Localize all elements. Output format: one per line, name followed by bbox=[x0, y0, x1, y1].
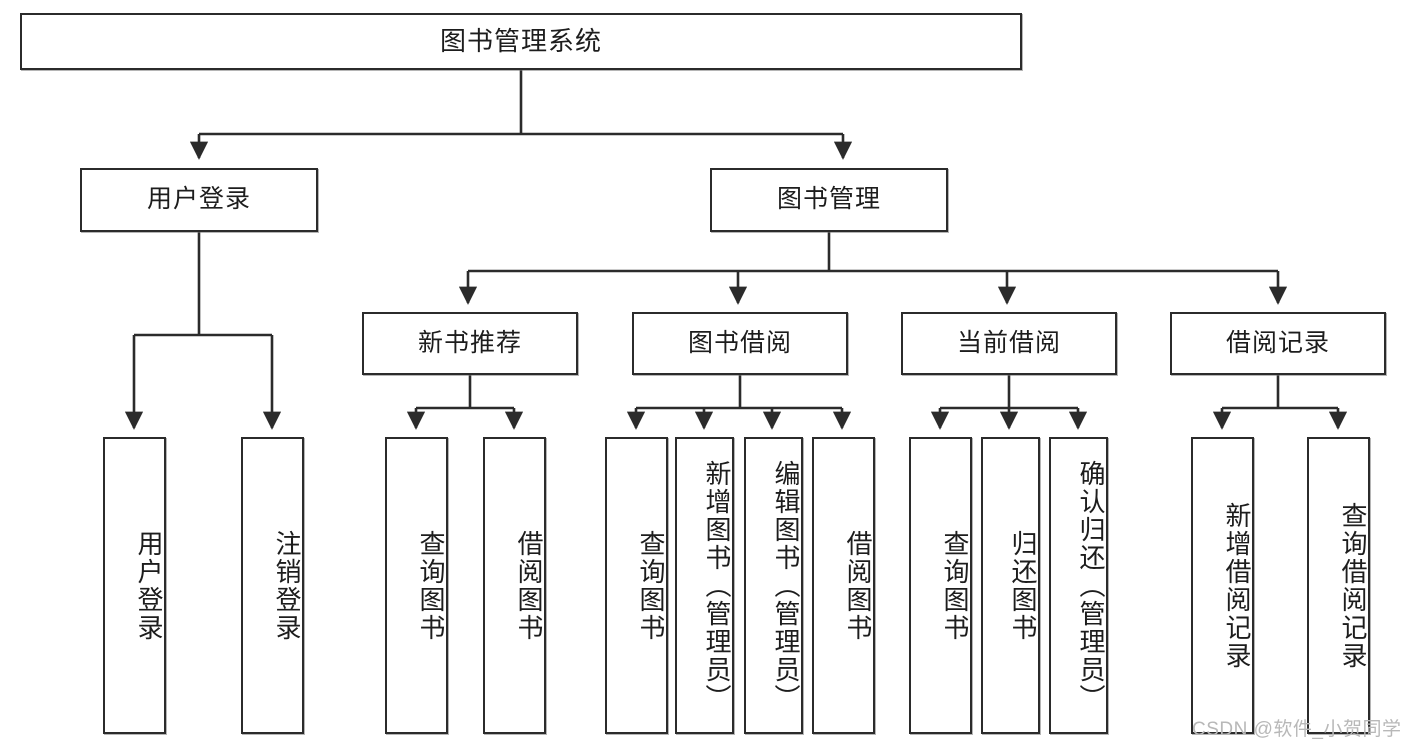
leaf-edit-book-admin[interactable]: 编辑图书（管理员） bbox=[744, 437, 803, 734]
node-label: 新增图书（管理员） bbox=[702, 459, 732, 712]
node-label: 查询图书 bbox=[940, 529, 970, 642]
leaf-borrow-book-newbook[interactable]: 借阅图书 bbox=[483, 437, 546, 734]
node-label: 新增借阅记录 bbox=[1222, 501, 1252, 670]
node-label: 编辑图书（管理员） bbox=[771, 459, 801, 712]
node-current-borrow[interactable]: 当前借阅 bbox=[901, 312, 1117, 375]
leaf-borrow-book[interactable]: 借阅图书 bbox=[812, 437, 875, 734]
leaf-logout[interactable]: 注销登录 bbox=[241, 437, 304, 734]
node-borrow-record[interactable]: 借阅记录 bbox=[1170, 312, 1386, 375]
node-root-system[interactable]: 图书管理系统 bbox=[20, 13, 1022, 70]
node-book-management[interactable]: 图书管理 bbox=[710, 168, 948, 232]
leaf-query-borrow-record[interactable]: 查询借阅记录 bbox=[1307, 437, 1370, 734]
node-label: 查询借阅记录 bbox=[1338, 501, 1368, 670]
node-label: 查询图书 bbox=[636, 529, 666, 642]
csdn-watermark: CSDN @软件_小贺同学 bbox=[1192, 719, 1402, 740]
leaf-query-book-borrow[interactable]: 查询图书 bbox=[605, 437, 668, 734]
node-label: 借阅记录 bbox=[1225, 328, 1330, 357]
node-label: 新书推荐 bbox=[417, 328, 522, 357]
node-label: 用户登录 bbox=[134, 529, 164, 642]
node-label: 查询图书 bbox=[416, 529, 446, 642]
node-new-book-recommend[interactable]: 新书推荐 bbox=[362, 312, 578, 375]
leaf-return-book[interactable]: 归还图书 bbox=[981, 437, 1040, 734]
node-label: 归还图书 bbox=[1008, 529, 1038, 642]
node-label: 借阅图书 bbox=[843, 529, 873, 642]
node-label: 注销登录 bbox=[272, 529, 302, 642]
node-label: 确认归还（管理员） bbox=[1076, 459, 1106, 712]
node-label: 图书管理 bbox=[776, 185, 881, 214]
leaf-add-book-admin[interactable]: 新增图书（管理员） bbox=[675, 437, 734, 734]
node-user-login[interactable]: 用户登录 bbox=[80, 168, 318, 232]
leaf-query-book-newbook[interactable]: 查询图书 bbox=[385, 437, 448, 734]
leaf-query-book-current[interactable]: 查询图书 bbox=[909, 437, 972, 734]
node-label: 当前借阅 bbox=[956, 328, 1061, 357]
node-label: 图书管理系统 bbox=[439, 26, 602, 57]
leaf-add-borrow-record[interactable]: 新增借阅记录 bbox=[1191, 437, 1254, 734]
node-label: 用户登录 bbox=[146, 185, 251, 214]
leaf-user-login[interactable]: 用户登录 bbox=[103, 437, 166, 734]
node-label: 图书借阅 bbox=[687, 328, 792, 357]
node-label: 借阅图书 bbox=[514, 529, 544, 642]
leaf-confirm-return-admin[interactable]: 确认归还（管理员） bbox=[1049, 437, 1108, 734]
node-book-borrow[interactable]: 图书借阅 bbox=[632, 312, 848, 375]
